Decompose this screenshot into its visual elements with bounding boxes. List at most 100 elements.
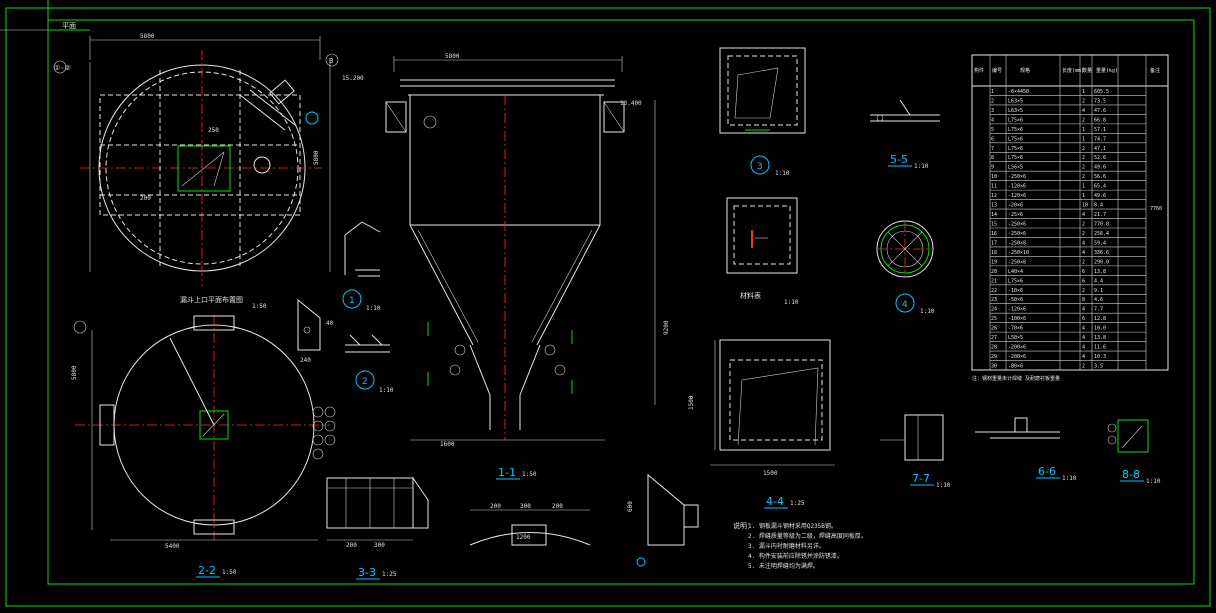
sec22-dim-width: 5400 xyxy=(165,543,180,550)
bom-cell: 57.1 xyxy=(1094,127,1106,133)
bom-cell: 12 xyxy=(991,193,997,199)
bom-cell: 21 xyxy=(991,278,997,284)
bom-cell: 4 xyxy=(1082,345,1085,351)
bom-cell: 20 xyxy=(991,269,997,275)
bom-cell: -120×6 xyxy=(1008,307,1026,313)
section-7-7-view: 7-7 1:10 xyxy=(880,414,951,489)
section-4-4-scale: 1:25 xyxy=(790,500,805,507)
bom-cell: 2 xyxy=(1082,364,1085,370)
bom-cell: 66.8 xyxy=(1094,117,1106,123)
bom-cell: 10 xyxy=(1082,203,1088,209)
bom-cell: 27 xyxy=(991,335,997,341)
bom-cell: L75×6 xyxy=(1008,278,1023,284)
sec11-el-mid: 13.400 xyxy=(620,100,642,107)
bom-cell: -120×6 xyxy=(1008,193,1026,199)
section-2-2-scale: 1:50 xyxy=(222,569,237,576)
section-5-5-label: 5-5 xyxy=(890,153,908,166)
bom-cell: L75×6 xyxy=(1008,146,1023,152)
bom-cell: 28 xyxy=(991,345,997,351)
bom-cell: 9.1 xyxy=(1094,288,1103,294)
bom-cell: 11.6 xyxy=(1094,345,1106,351)
bom-cell: -20×6 xyxy=(1008,203,1023,209)
sec11-el-top: 15.200 xyxy=(342,75,364,82)
bom-header-length: 长度(mm) xyxy=(1062,67,1084,74)
bom-cell: 1 xyxy=(1082,127,1085,133)
section-6-6-label: 6-6 xyxy=(1038,465,1056,478)
bom-header-spec: 规格 xyxy=(1020,67,1030,74)
detail-1-view: 1 1:10 xyxy=(342,221,381,312)
plan-dim-200: 200 xyxy=(140,195,151,202)
bom-cell: -250×10 xyxy=(1008,250,1029,256)
plan-top-view: 5800 5800 250 200 ①-② B 漏斗上口平面布置图 1:50 xyxy=(53,33,339,310)
bom-cell: -250×8 xyxy=(1008,240,1026,246)
section-3-3-view: 200 300 3-3 1:25 xyxy=(326,476,429,580)
detail-1-bubble: 1 xyxy=(349,296,355,306)
bom-cell: 336.6 xyxy=(1094,250,1109,256)
detail-4-scale: 1:10 xyxy=(920,308,935,315)
rib-plate-view: 600 xyxy=(627,473,699,567)
outer-frame xyxy=(5,7,1211,607)
bom-cell: 16 xyxy=(991,231,997,237)
rib-dim-600: 600 xyxy=(627,501,634,512)
bom-cell: 14 xyxy=(991,212,997,218)
bom-header-part: 构件 xyxy=(974,67,984,74)
section-3-3-label: 3-3 xyxy=(358,566,376,579)
outlet-dim-200b: 200 xyxy=(552,503,563,510)
bom-cell: 10.3 xyxy=(1094,354,1106,360)
sec33-dim-300: 300 xyxy=(374,542,385,549)
outlet-dim-200: 200 xyxy=(490,503,501,510)
bom-cell: -6×4450 xyxy=(1008,89,1029,95)
bom-cell: 4 xyxy=(1082,212,1085,218)
bom-cell: 74.7 xyxy=(1094,136,1106,142)
bom-cell: 2 xyxy=(1082,98,1085,104)
bom-cell: 8 xyxy=(991,155,994,161)
bom-cell: 47.1 xyxy=(1094,146,1106,152)
bom-cell: L56×5 xyxy=(1008,165,1023,171)
bom-cell: 8 xyxy=(1082,297,1085,303)
bom-cell: -70×6 xyxy=(1008,326,1023,332)
bom-cell: 256.4 xyxy=(1094,231,1109,237)
bom-header-weight: 重量(kg) xyxy=(1096,67,1118,74)
bom-cell: -200×6 xyxy=(1008,345,1026,351)
tab-label[interactable]: 平面 xyxy=(62,22,76,30)
bom-cell: 6 xyxy=(1082,316,1085,322)
bom-cell: 11 xyxy=(991,184,997,190)
bom-cell: 6 xyxy=(1082,269,1085,275)
bom-cell: -250×6 xyxy=(1008,174,1026,180)
bom-cell: 23 xyxy=(991,297,997,303)
sec44-dim-height: 1500 xyxy=(688,395,695,410)
note-1: 1. 钢板漏斗钢材采用Q235B钢。 xyxy=(748,522,837,530)
notes-block: 说明： 1. 钢板漏斗钢材采用Q235B钢。 2. 焊缝质量等级为二级，焊缝高度… xyxy=(733,521,867,570)
section-6-6-scale: 1:10 xyxy=(1062,475,1077,482)
bom-cell: -200×6 xyxy=(1008,354,1026,360)
sec22-dim-height: 5800 xyxy=(71,365,78,380)
bom-cell: 65.4 xyxy=(1094,184,1106,190)
bom-cell: 52.6 xyxy=(1094,155,1106,161)
bom-header-qty: 数量 xyxy=(1082,67,1092,74)
bom-cell: 4 xyxy=(1082,326,1085,332)
detail-3-bubble: 3 xyxy=(757,162,763,172)
sec33-dim-200: 200 xyxy=(346,542,357,549)
bom-cell: 1 xyxy=(1082,184,1085,190)
section-2-2-label: 2-2 xyxy=(198,564,216,577)
bom-cell: -250×6 xyxy=(1008,231,1026,237)
bom-cell: 6 xyxy=(1082,278,1085,284)
bom-cell: 5 xyxy=(991,127,994,133)
bom-cell: -120×6 xyxy=(1008,184,1026,190)
bom-cell: -25×6 xyxy=(1008,212,1023,218)
bom-cell: 1 xyxy=(1082,136,1085,142)
bom-cell: 59.4 xyxy=(1094,240,1106,246)
bom-cell: 9 xyxy=(991,165,994,171)
section-8-8-scale: 1:10 xyxy=(1146,478,1161,485)
bom-cell: 2 xyxy=(1082,288,1085,294)
sec11-dim-bottom: 1600 xyxy=(440,441,455,448)
bom-cell: L75×6 xyxy=(1008,117,1023,123)
bom-cell: 18 xyxy=(991,250,997,256)
plate-detail-view: 材料表 1:10 xyxy=(726,197,799,306)
bom-cell: 4 xyxy=(1082,108,1085,114)
bom-cell: 2 xyxy=(1082,259,1085,265)
axis-label-b: B xyxy=(329,57,333,65)
gusset-dim-240: 240 xyxy=(300,357,311,364)
